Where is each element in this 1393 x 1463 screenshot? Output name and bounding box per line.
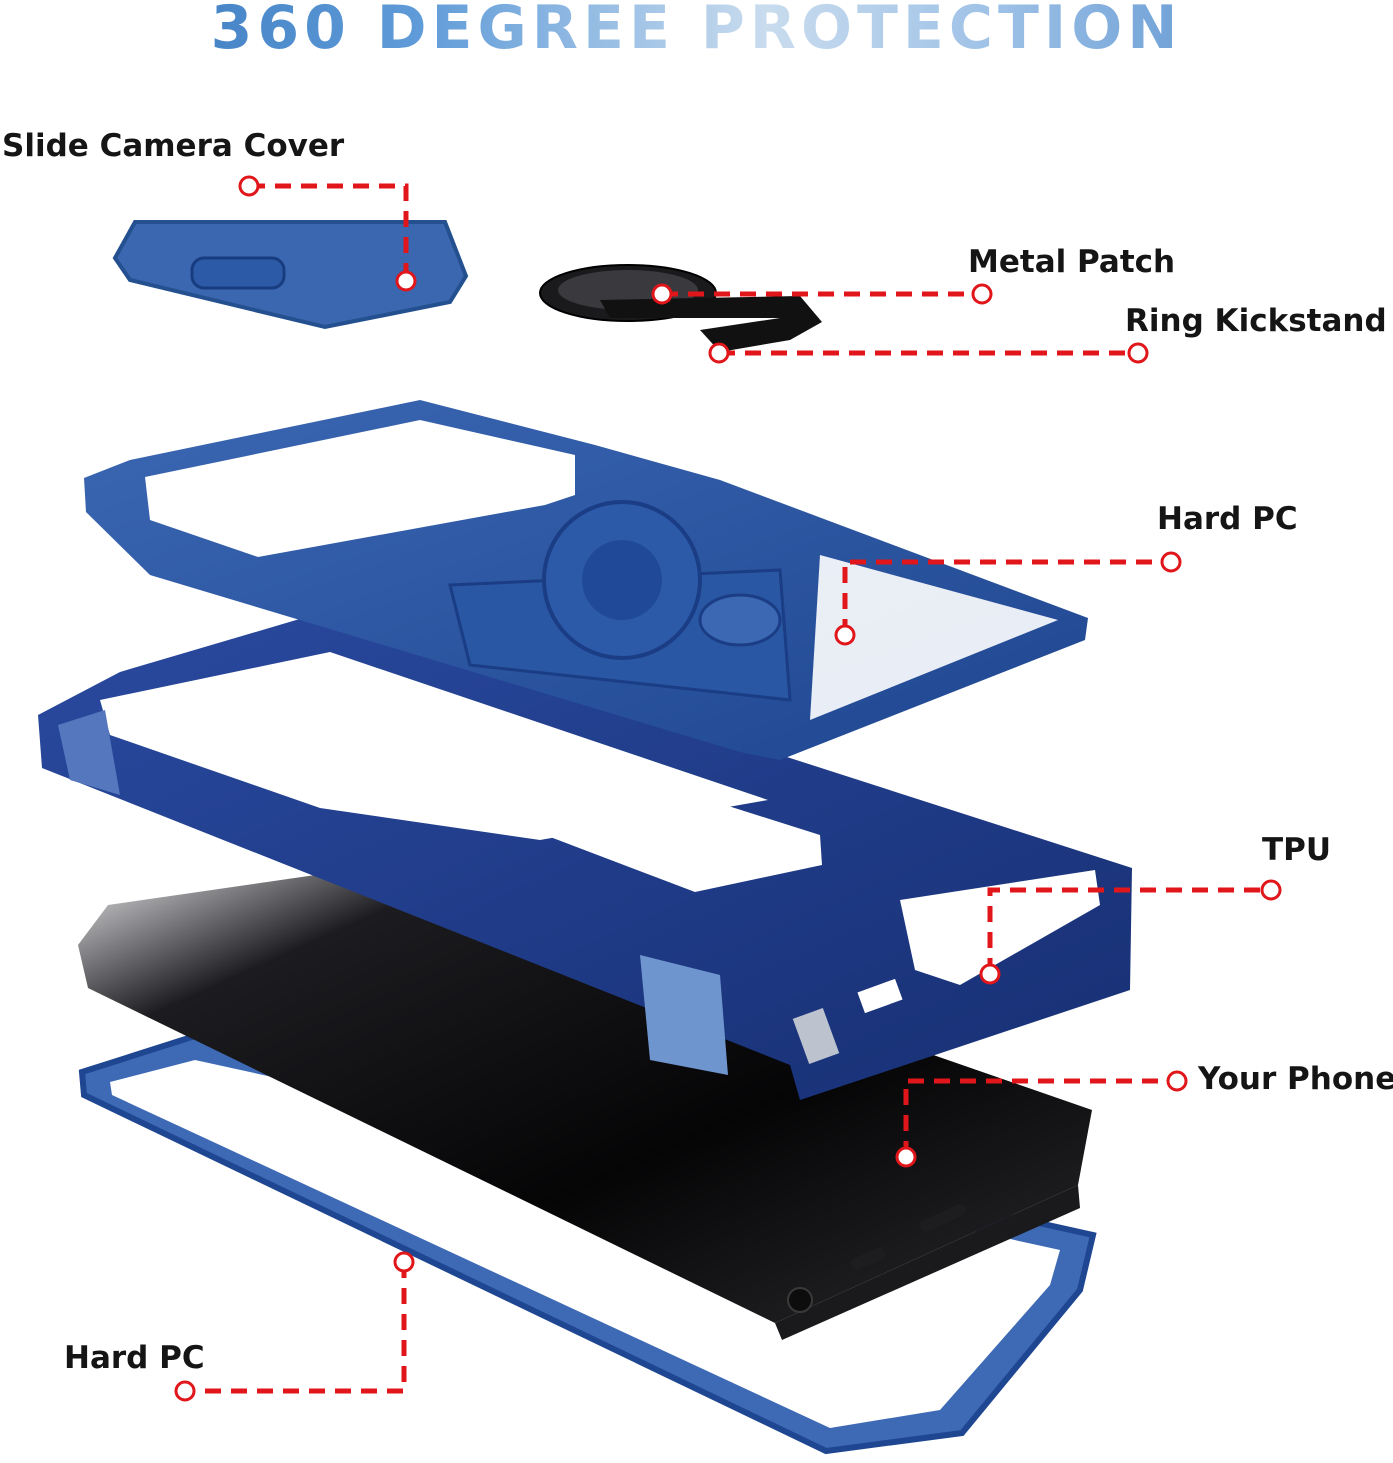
- dot: [174, 1380, 196, 1402]
- dot: [395, 270, 417, 292]
- dot: [708, 342, 730, 364]
- label-tpu: TPU: [1262, 832, 1332, 868]
- dot: [393, 1251, 415, 1273]
- page-title: 360 DEGREE PROTECTION: [0, 0, 1393, 66]
- slide-camera-cover: [112, 220, 469, 330]
- dot: [979, 963, 1001, 985]
- label-hard-pc-bottom: Hard PC: [64, 1340, 205, 1376]
- callout-lines: [185, 183, 1271, 1394]
- label-hard-pc-top: Hard PC: [1157, 501, 1298, 537]
- dot: [1160, 551, 1182, 573]
- leader-hard-pc-top: [842, 559, 1171, 635]
- top-hard-pc-shell: [84, 400, 1088, 760]
- ring-kickstand: [539, 264, 822, 352]
- dot: [238, 175, 260, 197]
- leader-slide-camera-cover: [249, 183, 409, 281]
- dot: [895, 1146, 917, 1168]
- dot: [1260, 879, 1282, 901]
- callout-dots: [174, 175, 1282, 1402]
- dot: [1166, 1070, 1188, 1092]
- label-slide-camera-cover: Slide Camera Cover: [2, 128, 345, 164]
- phone: [78, 865, 1092, 1340]
- tpu-case: [38, 610, 1132, 1100]
- dot: [1127, 342, 1149, 364]
- leader-hard-pc-bottom: [185, 1262, 407, 1394]
- label-ring-kickstand: Ring Kickstand: [1125, 303, 1387, 339]
- label-your-phone: Your Phone: [1198, 1061, 1393, 1097]
- dot: [834, 624, 856, 646]
- dot: [651, 283, 673, 305]
- dot: [971, 283, 993, 305]
- label-metal-patch: Metal Patch: [968, 244, 1176, 280]
- leader-tpu: [987, 887, 1271, 974]
